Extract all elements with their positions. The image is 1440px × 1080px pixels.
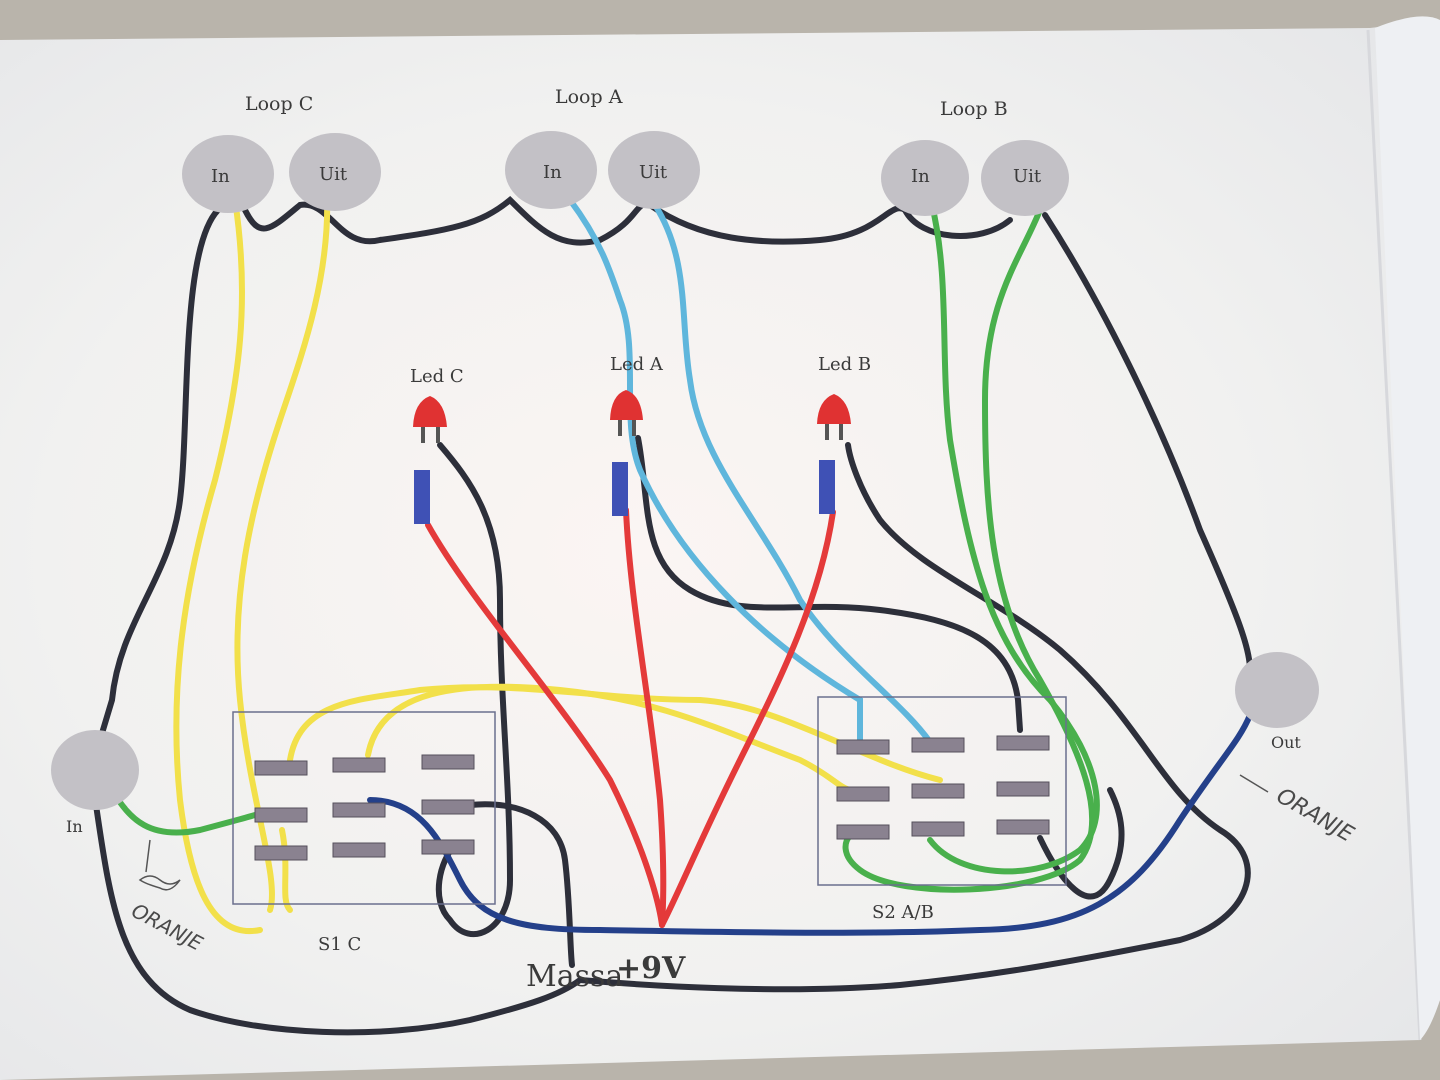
black-wire — [467, 801, 575, 968]
loop-a-jacks — [505, 131, 700, 209]
led-b-label: Led B — [818, 354, 871, 375]
oranje-left-scribble — [138, 875, 181, 891]
switch-lug — [421, 754, 475, 770]
switch-lug — [836, 739, 890, 755]
paper-curl — [1375, 16, 1440, 1040]
switch-lug — [836, 786, 890, 802]
green-wire — [927, 202, 1100, 875]
loop-a-label: Loop A — [555, 86, 623, 108]
switch-lug — [254, 760, 308, 776]
switch-lug — [996, 819, 1050, 835]
cyan-wire — [567, 197, 863, 745]
switch-lug — [996, 735, 1050, 751]
main-in-label: In — [66, 817, 83, 836]
led-b-leg-2 — [839, 424, 843, 440]
led-a-leg-2 — [632, 420, 636, 436]
cyan-wire — [652, 202, 933, 745]
led-a-label: Led A — [610, 354, 664, 375]
switch-lugs — [254, 735, 1050, 861]
loop-b-jacks — [881, 140, 1069, 216]
switch-lug — [254, 845, 308, 861]
led-b-dome — [817, 394, 851, 424]
red-wire — [425, 522, 665, 928]
loop-a-uit-jack — [608, 131, 700, 209]
switch-lug — [911, 737, 965, 753]
led-a-dome — [610, 390, 643, 420]
loop-c-in-jack — [182, 135, 274, 213]
switch-lug — [332, 842, 386, 858]
switch-lug — [421, 839, 475, 855]
switch-s1-box — [232, 711, 496, 905]
yellow-wire — [234, 192, 331, 913]
loop-c-uit-jack — [289, 133, 381, 211]
black-wire — [93, 442, 1251, 1036]
loop-b-label: Loop B — [940, 98, 1008, 120]
led-c — [413, 396, 447, 524]
main-out-label: Out — [1271, 733, 1301, 752]
main-out-jack — [1235, 652, 1319, 728]
oranje-right-pointer — [1239, 774, 1269, 793]
blue-wire — [367, 712, 1253, 936]
loop-c-in-label: In — [211, 166, 230, 187]
switch-lug — [254, 807, 308, 823]
yellow-wire — [279, 827, 293, 913]
led-c-leg-2 — [436, 427, 440, 443]
loop-b-uit-jack — [981, 140, 1069, 216]
switch-s1-label: S1 C — [318, 934, 361, 955]
loop-b-uit-label: Uit — [1013, 166, 1042, 187]
led-b-resistor — [819, 460, 835, 514]
loop-c-label: Loop C — [245, 93, 313, 115]
loop-a-in-label: In — [543, 162, 562, 183]
led-a — [610, 390, 643, 516]
green-wire — [109, 787, 258, 836]
loop-b-in-label: In — [911, 166, 930, 187]
led-c-leg — [421, 427, 425, 443]
loop-a-in-jack — [505, 131, 597, 209]
loop-c-uit-label: Uit — [319, 164, 348, 185]
loop-a-uit-label: Uit — [639, 162, 668, 183]
black-wire — [635, 435, 1023, 733]
led-a-leg — [618, 420, 622, 436]
switch-lug — [332, 757, 386, 773]
black-wire — [1042, 212, 1253, 673]
led-a-resistor — [612, 462, 628, 516]
paper-edge — [1366, 29, 1422, 1041]
yellow-wire — [365, 683, 853, 793]
black-wire — [97, 207, 221, 743]
oranje-left-pointer — [145, 839, 151, 873]
plus-9v-label: +9V — [616, 951, 686, 986]
loop-c-jacks — [182, 133, 381, 213]
led-c-resistor — [414, 470, 430, 524]
red-wire — [659, 509, 836, 928]
switch-lug — [421, 799, 475, 815]
green-wire — [842, 207, 1096, 893]
led-b — [817, 394, 851, 514]
switch-s2-box — [817, 696, 1067, 886]
black-wire — [435, 442, 514, 938]
loop-b-in-jack — [881, 140, 969, 216]
switch-lug — [332, 802, 386, 818]
ground-label: Massa — [526, 959, 623, 994]
led-c-label: Led C — [410, 366, 464, 387]
switch-lug — [911, 783, 965, 799]
switch-lug — [836, 824, 890, 840]
yellow-wire — [173, 197, 263, 935]
switch-lug — [996, 781, 1050, 797]
switch-lug — [911, 821, 965, 837]
red-wire — [623, 507, 667, 928]
switch-s2-label: S2 A/B — [872, 902, 934, 923]
main-in-jack — [51, 730, 139, 810]
black-wire — [242, 195, 1013, 246]
led-b-leg — [825, 424, 829, 440]
led-c-dome — [413, 396, 447, 427]
wires — [93, 192, 1253, 1036]
